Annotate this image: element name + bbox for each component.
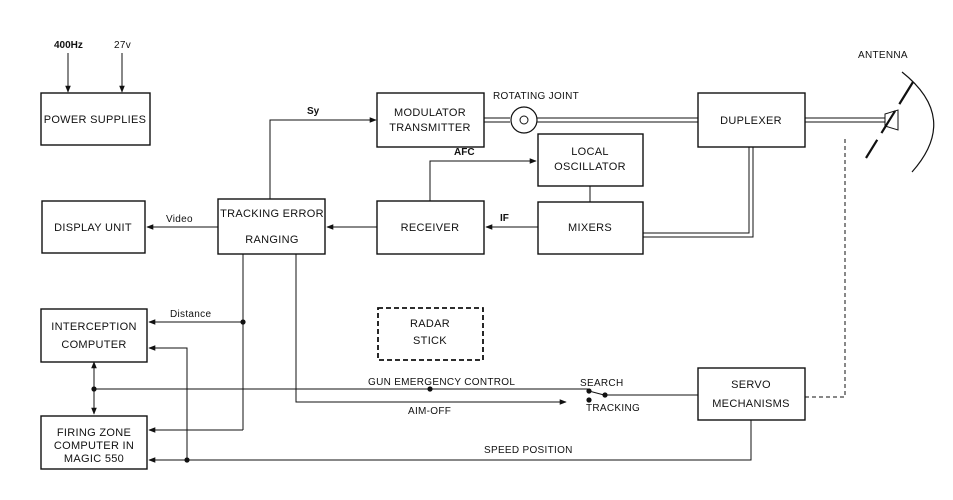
speed-position-label: SPEED POSITION xyxy=(484,445,573,456)
waveguide-antenna: ANTENNA xyxy=(805,50,935,173)
interception-label: INTERCEPTION xyxy=(51,321,137,333)
waveguide-tx: ROTATING JOINT xyxy=(484,91,698,134)
tracking-error-label: TRACKING ERROR xyxy=(220,208,324,220)
power-supplies-label: POWER SUPPLIES xyxy=(44,114,147,126)
antenna-label: ANTENNA xyxy=(858,50,908,61)
modulator-transmitter-block: MODULATOR TRANSMITTER xyxy=(376,92,485,148)
speed-position-connection: SPEED POSITION xyxy=(148,420,752,463)
transmitter-label: TRANSMITTER xyxy=(389,122,471,134)
power-inputs: 400Hz 27v xyxy=(54,40,131,93)
servo-label: SERVO xyxy=(731,379,771,391)
local-oscillator-block: LOCAL OSCILLATOR xyxy=(537,133,644,187)
mode-switch xyxy=(586,388,698,403)
switch-blade-icon xyxy=(588,390,605,396)
video-connection: Video xyxy=(146,214,218,230)
display-unit-label: DISPLAY UNIT xyxy=(54,222,132,234)
firing-to-interception-line xyxy=(148,345,188,460)
antenna-dish-icon xyxy=(901,71,935,173)
input-400hz-label: 400Hz xyxy=(54,40,83,51)
mechanisms-label: MECHANISMS xyxy=(712,398,790,410)
duplexer-label: DUPLEXER xyxy=(720,115,782,127)
distance-connection: Distance xyxy=(148,254,246,433)
afc-connection: AFC xyxy=(429,147,537,201)
antenna-feed-icon xyxy=(884,109,899,131)
video-label: Video xyxy=(166,214,193,225)
stick-label: STICK xyxy=(413,335,447,347)
tracking-error-ranging-block: TRACKING ERROR RANGING xyxy=(217,198,326,255)
afc-label: AFC xyxy=(454,147,475,158)
magic-550-label: MAGIC 550 xyxy=(64,453,124,465)
switch-tracking-contact xyxy=(586,397,592,403)
radar-stick-block: RADAR STICK xyxy=(377,307,484,361)
aim-off-label: AIM-OFF xyxy=(408,406,451,417)
antenna-reflector-icon xyxy=(865,81,914,159)
display-unit-block: DISPLAY UNIT xyxy=(41,200,146,254)
modulator-label: MODULATOR xyxy=(394,107,466,119)
rotating-joint-label: ROTATING JOINT xyxy=(493,91,579,102)
gun-emergency-connection: GUN EMERGENCY CONTROL SEARCH xyxy=(94,377,623,392)
distance-label: Distance xyxy=(170,309,211,320)
firing-zone-computer-block: FIRING ZONE COMPUTER IN MAGIC 550 xyxy=(40,415,148,470)
oscillator-label: OSCILLATOR xyxy=(554,161,626,173)
radar-label: RADAR xyxy=(410,318,450,330)
if-label: IF xyxy=(500,213,509,224)
waveguide-rx xyxy=(643,147,754,238)
interception-computer-block: INTERCEPTION COMPUTER xyxy=(40,308,148,363)
duplexer-block: DUPLEXER xyxy=(697,92,806,148)
receiver-block: RECEIVER xyxy=(376,200,485,255)
input-27v-label: 27v xyxy=(114,40,131,51)
servo-antenna-link xyxy=(805,138,846,398)
sy-label: Sy xyxy=(307,106,320,117)
local-label: LOCAL xyxy=(571,146,609,158)
tracking-label: TRACKING xyxy=(586,403,640,414)
ranging-label: RANGING xyxy=(245,234,298,246)
search-label: SEARCH xyxy=(580,378,623,389)
computer-label: COMPUTER xyxy=(61,339,126,351)
firing-zone-label: FIRING ZONE xyxy=(57,427,131,439)
mixers-label: MIXERS xyxy=(568,222,612,234)
power-supplies-block: POWER SUPPLIES xyxy=(40,92,151,146)
if-connection: IF xyxy=(485,213,538,230)
computer-in-label: COMPUTER IN xyxy=(54,440,134,452)
gun-emergency-label: GUN EMERGENCY CONTROL xyxy=(368,377,515,388)
mixers-block: MIXERS xyxy=(537,201,644,255)
servo-mechanisms-block: SERVO MECHANISMS xyxy=(697,367,806,421)
receiver-label: RECEIVER xyxy=(401,222,460,234)
sy-connection: Sy xyxy=(269,106,377,199)
aim-off-connection: AIM-OFF TRACKING xyxy=(295,254,640,417)
